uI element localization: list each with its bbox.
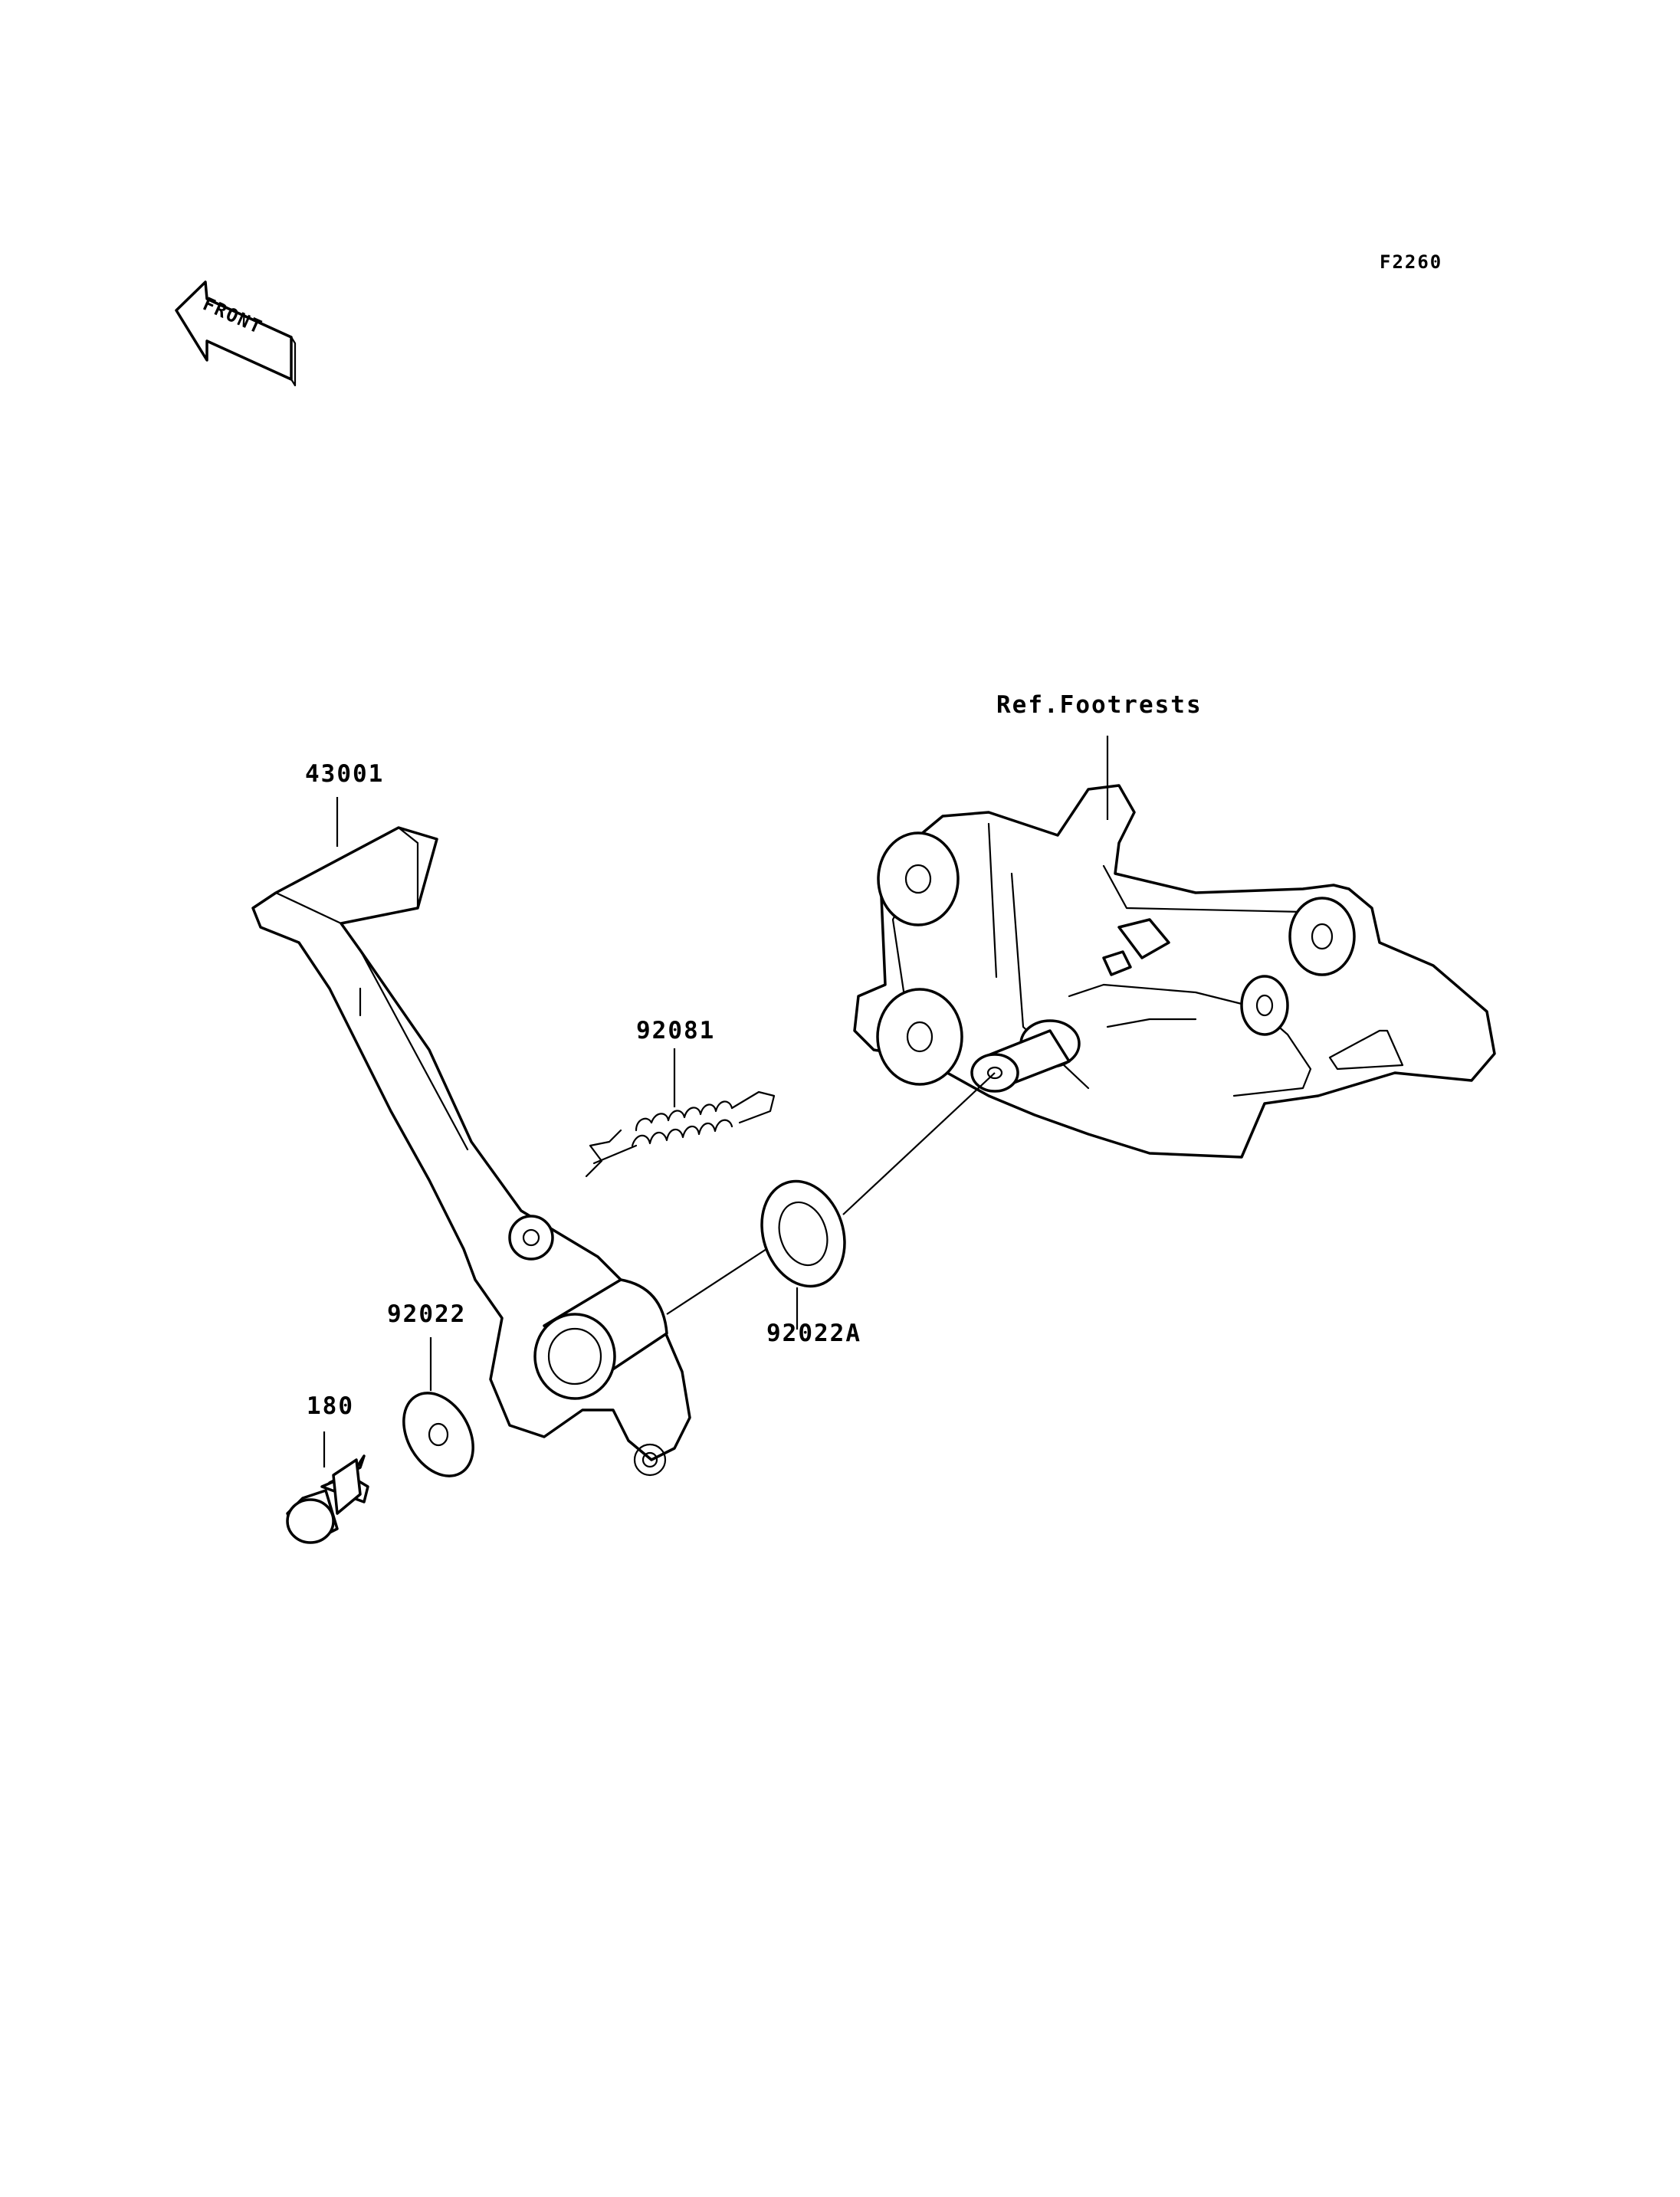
callout-ref-footrests: Ref.Footrests [996,691,1203,719]
washer-92022 [402,1392,474,1477]
callout-92081: 92081 [636,1017,715,1044]
diagram-code: F2260 [1380,251,1442,273]
brake-pedal [251,826,691,1477]
bolt-180 [286,1454,369,1544]
callout-43001: 43001 [305,760,384,788]
front-arrow-icon: FRONT [175,280,297,387]
callout-180: 180 [307,1392,354,1420]
return-spring [585,1090,776,1178]
callout-92022: 92022 [387,1300,466,1328]
callout-92022a: 92022A [766,1320,861,1347]
footrest-bracket [853,784,1496,1159]
washer-92022a [760,1179,846,1288]
